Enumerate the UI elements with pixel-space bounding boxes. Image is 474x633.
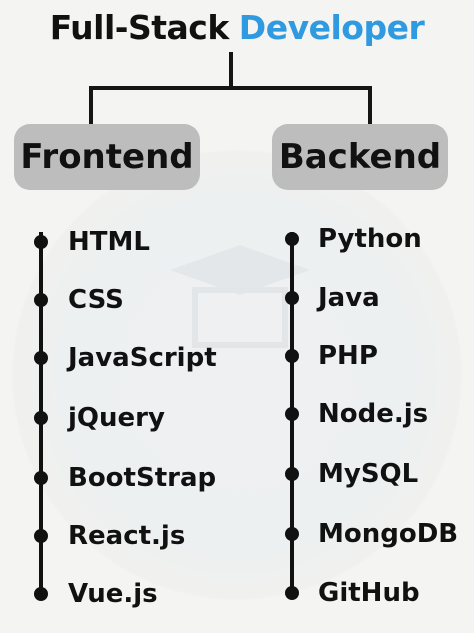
bullet-dot [34,587,48,601]
watermark-emblem-icon [170,245,310,348]
frontend-heading: Frontend [14,124,200,190]
title-part-1: Full-Stack [49,8,230,47]
bullet-dot [34,529,48,543]
bullet-dot [285,586,299,600]
watermark-seal [12,150,462,600]
bullet-dot [285,291,299,305]
list-item-label: jQuery [68,403,165,433]
bullet-dot [285,467,299,481]
list-item-label: Vue.js [68,579,158,609]
list-item-label: React.js [68,521,186,551]
list-item-label: Python [318,224,422,254]
list-item-label: MongoDB [318,519,459,549]
backend-heading: Backend [272,124,448,190]
connector-bar [89,86,372,90]
list-item-label: GitHub [318,578,420,608]
bullet-dot [34,471,48,485]
connector-right-drop [368,86,372,126]
list-item-label: PHP [318,341,378,371]
list-item-label: Java [318,283,380,313]
bullet-dot [285,407,299,421]
bullet-dot [34,235,48,249]
list-item-label: BootStrap [68,463,217,493]
bullet-dot [285,349,299,363]
title-part-2: Developer [238,8,425,47]
connector-stem [229,52,233,90]
bullet-dot [34,351,48,365]
list-item-label: Node.js [318,399,429,429]
bullet-dot [34,293,48,307]
connector-left-drop [89,86,93,126]
list-item-label: MySQL [318,459,419,489]
bullet-dot [285,527,299,541]
list-item-label: HTML [68,227,150,257]
bullet-dot [34,411,48,425]
bullet-dot [285,232,299,246]
list-item-label: JavaScript [68,343,217,373]
list-item-label: CSS [68,285,124,315]
